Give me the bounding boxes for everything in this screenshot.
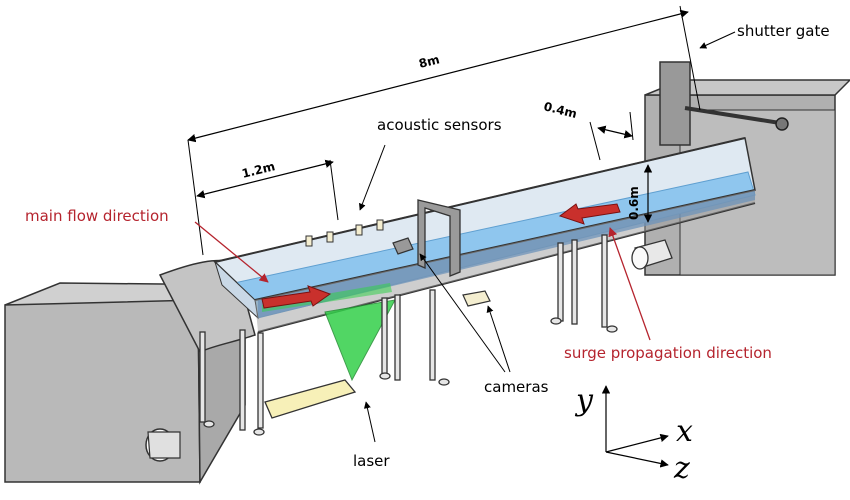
measurement-frame: [417, 199, 461, 277]
dimension-0-6m-label: 0.6m: [627, 186, 641, 220]
cameras: [392, 237, 491, 307]
channel: [213, 137, 756, 333]
camera-1: [392, 237, 414, 255]
length-8m-line: [187, 9, 689, 143]
supports: [199, 234, 618, 436]
main-flow-arrow-icon: [261, 285, 332, 309]
y-axis-label: y: [574, 383, 594, 418]
dimension-0-4m-label: 0.4m: [542, 99, 578, 121]
acoustic-sensors: [305, 219, 384, 247]
acoustic-sensors-label: acoustic sensors: [377, 116, 502, 134]
flow-arrows: [261, 203, 621, 309]
dimension-8m-label: 8m: [417, 52, 441, 71]
laser-sheet: [262, 283, 396, 419]
laser-label: laser: [353, 452, 390, 470]
laser-unit: [264, 379, 357, 419]
length-1-2m-line: [196, 159, 334, 199]
callouts: [194, 31, 736, 443]
z-axis-label: z: [673, 451, 690, 486]
cameras-label: cameras: [484, 378, 549, 396]
camera-2: [462, 290, 491, 307]
main-flow-direction-label: main flow direction: [25, 207, 169, 225]
coordinate-axes: y x z: [574, 383, 693, 486]
gate-wheel-icon: [775, 117, 789, 131]
dimensions: [187, 5, 701, 256]
length-0-4m-line: [597, 125, 633, 139]
surge-arrow-icon: [558, 203, 621, 225]
shutter-gate-label: shutter gate: [737, 22, 830, 40]
surge-propagation-direction-label: surge propagation direction: [564, 344, 772, 362]
upstream-tank: [4, 259, 257, 485]
x-axis-label: x: [676, 414, 693, 449]
